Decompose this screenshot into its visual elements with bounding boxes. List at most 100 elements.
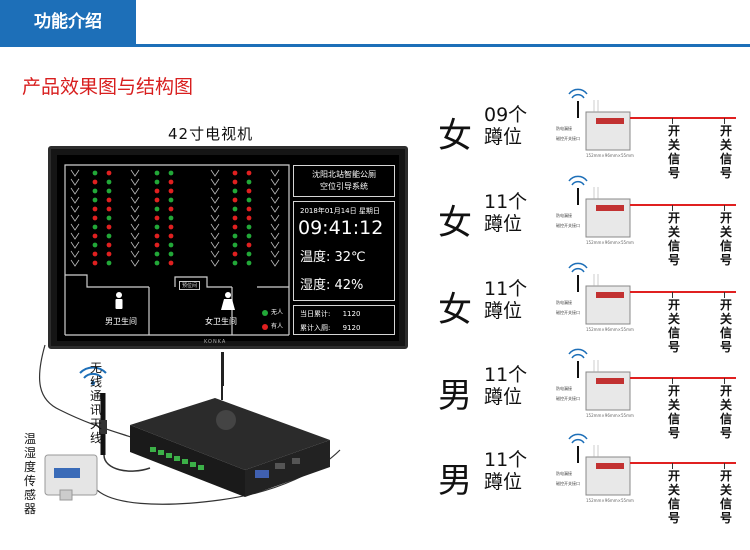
module-dimension: 152mm×96mm×55mm bbox=[586, 240, 634, 245]
stall-door-icon bbox=[70, 196, 80, 204]
stall-indicator bbox=[246, 224, 252, 230]
stall-indicator bbox=[92, 233, 98, 239]
stall-door-icon bbox=[70, 187, 80, 195]
stall-door-icon bbox=[70, 169, 80, 177]
stall-indicator bbox=[154, 188, 160, 194]
tv-display: 男卫生间 女卫生间 预位间 无人 有人 沈阳北站智能公厕空位引导系统 2018年… bbox=[48, 146, 408, 349]
stall-indicator bbox=[232, 179, 238, 185]
module-label: 磁控开关接口 bbox=[556, 396, 580, 401]
row-gender: 男 bbox=[438, 461, 472, 501]
switch-signal-label: 开关信号 bbox=[668, 124, 681, 180]
section-divider bbox=[0, 44, 750, 47]
stall-door-icon bbox=[210, 241, 220, 249]
module-label: 磁控开关接口 bbox=[556, 481, 580, 486]
module-label: 防电漏接 bbox=[556, 386, 572, 391]
stall-door-icon bbox=[270, 169, 280, 177]
row-count-unit: 蹲位 bbox=[484, 300, 523, 322]
stall-indicator bbox=[246, 197, 252, 203]
stall-indicator bbox=[232, 242, 238, 248]
system-title: 沈阳北站智能公厕空位引导系统 bbox=[293, 165, 395, 197]
legend-vacant: 无人 bbox=[262, 307, 283, 316]
stall-indicator bbox=[232, 260, 238, 266]
stall-door-icon bbox=[210, 223, 220, 231]
daily-total-value: 1120 bbox=[342, 310, 361, 318]
stall-indicator bbox=[92, 188, 98, 194]
stall-indicator bbox=[246, 170, 252, 176]
stall-indicator bbox=[92, 251, 98, 257]
stall-indicator bbox=[92, 215, 98, 221]
stall-indicator bbox=[246, 233, 252, 239]
stall-door-icon bbox=[210, 214, 220, 222]
cumulative-total-row: 累计入厕: 9120 bbox=[300, 323, 360, 333]
row-count: 11个蹲位 bbox=[484, 278, 527, 322]
status-box: 2018年01月14日 星期日 09:41:12 温度: 32℃ 湿度: 42% bbox=[293, 201, 395, 301]
stall-indicator bbox=[168, 233, 174, 239]
switch-signal-label: 开关信号 bbox=[668, 211, 681, 267]
module-label: 防电漏接 bbox=[556, 126, 572, 131]
stall-door-icon bbox=[270, 241, 280, 249]
stall-door-icon bbox=[130, 187, 140, 195]
signal-wire bbox=[660, 377, 736, 379]
people-icons bbox=[115, 292, 235, 310]
stall-door-icon bbox=[70, 259, 80, 267]
row-count-value: 11个 bbox=[484, 449, 528, 471]
stall-indicator bbox=[92, 197, 98, 203]
stall-door-icon bbox=[130, 178, 140, 186]
module-label: 磁控开关接口 bbox=[556, 310, 580, 315]
sensor-module bbox=[568, 88, 660, 151]
stall-indicator bbox=[168, 170, 174, 176]
section-tab: 功能介绍 bbox=[0, 0, 136, 44]
stall-indicator bbox=[92, 242, 98, 248]
cumulative-total-value: 9120 bbox=[342, 324, 361, 332]
row-count-unit: 蹲位 bbox=[484, 386, 523, 408]
stall-indicator bbox=[154, 233, 160, 239]
stall-door-icon bbox=[130, 250, 140, 258]
stall-door-icon bbox=[130, 232, 140, 240]
stall-indicator bbox=[106, 215, 112, 221]
stall-indicator bbox=[168, 251, 174, 257]
stall-indicator bbox=[232, 233, 238, 239]
stall-indicator bbox=[154, 179, 160, 185]
stall-indicator bbox=[154, 260, 160, 266]
stall-door-icon bbox=[70, 223, 80, 231]
row-gender: 女 bbox=[438, 116, 472, 156]
utility-room-label: 预位间 bbox=[179, 281, 201, 290]
module-dimension: 152mm×96mm×55mm bbox=[586, 413, 634, 418]
floor-plan bbox=[64, 164, 290, 336]
daily-total-label: 当日累计: bbox=[300, 310, 331, 318]
stall-indicator bbox=[246, 242, 252, 248]
signal-tap bbox=[672, 378, 673, 384]
stall-indicator bbox=[106, 251, 112, 257]
switch-signal-label: 开关信号 bbox=[668, 469, 681, 525]
stall-door-icon bbox=[270, 250, 280, 258]
stall-door-icon bbox=[210, 196, 220, 204]
stall-door-icon bbox=[70, 241, 80, 249]
switch-signal-label: 开关信号 bbox=[668, 384, 681, 440]
signal-wire bbox=[660, 204, 736, 206]
stall-indicator bbox=[154, 224, 160, 230]
stall-indicator bbox=[106, 224, 112, 230]
stall-indicator bbox=[232, 197, 238, 203]
signal-tap bbox=[672, 118, 673, 124]
stall-door-icon bbox=[130, 205, 140, 213]
occupied-dot-icon bbox=[262, 323, 268, 330]
module-label: 磁控开关接口 bbox=[556, 223, 580, 228]
temperature-text: 温度: 32℃ bbox=[300, 250, 366, 265]
stall-indicator bbox=[92, 260, 98, 266]
stall-indicator bbox=[154, 251, 160, 257]
stall-indicator bbox=[246, 179, 252, 185]
switch-signal-label: 开关信号 bbox=[668, 298, 681, 354]
signal-tap bbox=[724, 378, 725, 384]
stall-door-icon bbox=[270, 259, 280, 267]
womens-room-label: 女卫生间 bbox=[205, 317, 237, 326]
stall-indicator bbox=[154, 215, 160, 221]
stall-door-icon bbox=[210, 178, 220, 186]
row-gender: 女 bbox=[438, 290, 472, 330]
mens-room-label: 男卫生间 bbox=[105, 317, 137, 326]
stall-door-icon bbox=[270, 214, 280, 222]
stall-door-icon bbox=[130, 223, 140, 231]
stall-door-icon bbox=[270, 187, 280, 195]
signal-tap bbox=[724, 205, 725, 211]
stall-indicator bbox=[246, 206, 252, 212]
tv-cable bbox=[221, 352, 224, 386]
